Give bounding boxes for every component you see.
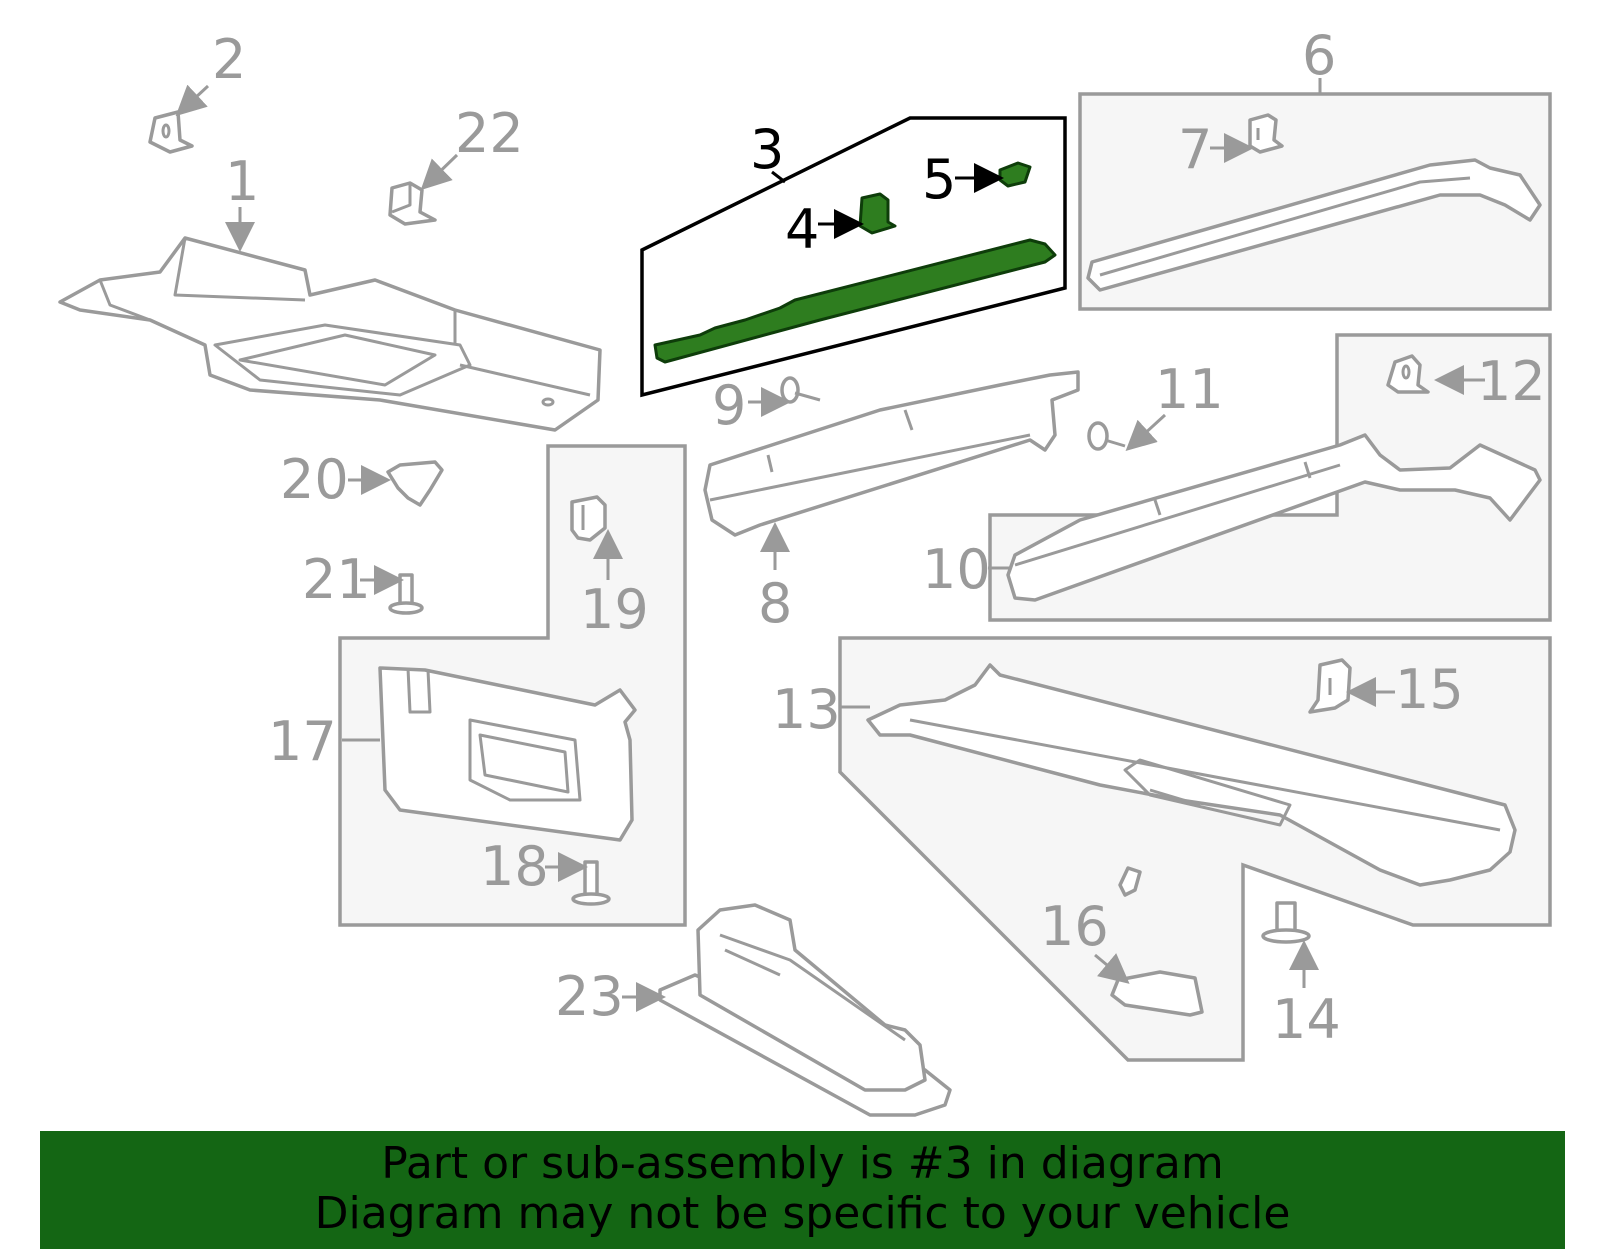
callout-14: 14 (1272, 988, 1341, 1051)
part-23-dome-lamp (658, 903, 952, 1117)
callout-6: 6 (1302, 24, 1336, 87)
callout-3: 3 (750, 118, 784, 181)
callout-23: 23 (555, 965, 624, 1028)
part-14-pin (1261, 901, 1311, 944)
part-12-clip (1386, 354, 1430, 394)
part-8-pillar-trim (703, 370, 1080, 537)
part-13-quarter-trim (866, 663, 1517, 887)
callout-16: 16 (1040, 895, 1109, 958)
part-1-headliner-console (58, 236, 602, 432)
leader-lines (175, 78, 1485, 1012)
callout-15: 15 (1395, 658, 1464, 721)
part-19-clip (570, 495, 607, 542)
callout-17: 17 (268, 710, 337, 773)
callout-5: 5 (922, 148, 956, 211)
part-22-clip (388, 181, 437, 226)
callout-2: 2 (212, 28, 246, 91)
callout-1: 1 (225, 150, 259, 213)
callout-18: 18 (480, 835, 549, 898)
part-2-clip (148, 110, 194, 154)
callout-10: 10 (922, 538, 991, 601)
callout-9: 9 (712, 374, 746, 437)
part-15-clip (1308, 658, 1352, 714)
part-11-screw (1087, 421, 1126, 451)
part-9-screw (780, 376, 821, 404)
callout-20: 20 (280, 448, 349, 511)
callout-7: 7 (1178, 118, 1212, 181)
callout-11: 11 (1155, 358, 1224, 421)
part-16-bracket (1110, 866, 1204, 1017)
banner-line-1: Part or sub-assembly is #3 in diagram (381, 1138, 1224, 1189)
part-17-sun-visor (378, 666, 637, 842)
callout-13: 13 (772, 678, 841, 741)
part-18-pin (571, 860, 611, 906)
callout-22: 22 (455, 102, 524, 165)
part-20-bracket (386, 460, 444, 507)
banner-line-2: Diagram may not be specific to your vehi… (314, 1188, 1291, 1239)
callout-19: 19 (580, 578, 649, 641)
callout-12: 12 (1477, 350, 1546, 413)
part-10-pillar-trim (1006, 433, 1542, 602)
part-6-roof-rail-trim (1086, 158, 1542, 292)
callout-21: 21 (302, 548, 371, 611)
part-3-trim-strip (653, 238, 1057, 364)
part-21-pin (388, 573, 424, 615)
callout-8: 8 (758, 572, 792, 635)
info-banner: Part or sub-assembly is #3 in diagram Di… (40, 1131, 1565, 1249)
callout-4: 4 (785, 198, 819, 261)
